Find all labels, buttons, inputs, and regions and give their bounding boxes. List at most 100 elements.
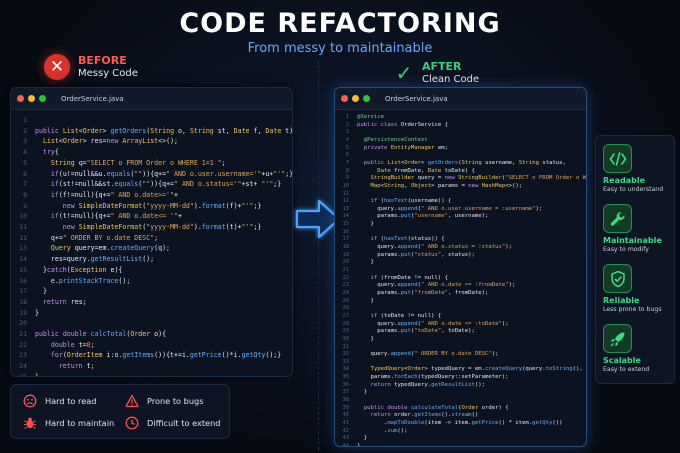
code-text: q+=" ORDER BY o.date DESC";	[35, 233, 159, 242]
code-text: params.put("fromDate", fromDate);	[357, 289, 489, 296]
line-number: 13	[19, 244, 27, 253]
benefit-item: Reliable Less prone to bugs	[603, 264, 675, 313]
code-text: private EntityManager em;	[363, 144, 448, 151]
line-number: 17	[19, 287, 27, 296]
line-number: 7	[345, 159, 349, 166]
line-number: 32	[342, 351, 350, 358]
code-text: try{	[42, 148, 59, 157]
code-text: params.put("toDate", toDate);	[357, 328, 475, 335]
code-text: if (fromDate != null) {	[370, 274, 448, 281]
code-text: public class OrderService {	[357, 121, 448, 128]
maximize-dot-icon[interactable]	[39, 95, 46, 102]
code-text: e.printStackTrace();	[35, 276, 131, 285]
after-header: ✓ AFTER Clean Code	[394, 60, 480, 86]
minimize-dot-icon[interactable]	[28, 95, 35, 102]
line-number: 30	[342, 335, 350, 342]
line-number: 22	[342, 274, 350, 281]
code-text: if (toDate != null) {	[370, 312, 442, 319]
code-text: params.put("status", status);	[357, 251, 475, 258]
line-number: 29	[342, 328, 350, 335]
line-number: 7	[23, 180, 27, 189]
benefit-desc: Easy to extend	[603, 366, 650, 373]
problem-label: Prone to bugs	[147, 396, 204, 406]
code-text: Map<String, Object> params = new HashMap…	[370, 182, 523, 189]
code-text: if(u!=null&&u.equals("")){q+=" AND o.use…	[50, 169, 293, 178]
problem-label: Hard to read	[45, 396, 97, 406]
code-text: double t=0;	[50, 340, 95, 349]
code-text: return typedQuery.getResultList();	[370, 381, 486, 388]
line-number: 12	[342, 198, 350, 205]
code-text: Query query=em.createQuery(q);	[50, 244, 171, 253]
line-number: 9	[23, 201, 27, 210]
benefit-title: Scalable	[603, 356, 641, 365]
arrow-right-icon	[295, 199, 341, 239]
line-number: 27	[342, 312, 350, 319]
code-text: new SimpleDateFormat("yyyy-MM-dd").forma…	[62, 201, 262, 210]
code-text: query.append(" AND o.user.username = :us…	[357, 205, 543, 212]
benefit-item: Maintainable Easy to modify	[603, 204, 675, 253]
before-caption: Messy Code	[78, 68, 138, 79]
after-titlebar: OrderService.java	[335, 88, 586, 110]
code-text: }	[35, 308, 39, 317]
code-text: query.append(" ORDER BY o.date DESC");	[357, 351, 499, 358]
code-text: }	[35, 372, 39, 377]
benefit-item: Scalable Easy to extend	[603, 324, 675, 373]
code-text: String q="SELECT o FROM Order o WHERE 1=…	[50, 158, 226, 167]
line-number: 4	[23, 148, 27, 157]
line-number: 6	[345, 152, 349, 159]
code-text: }	[357, 297, 374, 304]
maximize-dot-icon[interactable]	[363, 95, 370, 102]
line-number: 38	[342, 397, 350, 404]
code-text: query.append(" AND o.status = :status");	[357, 244, 512, 251]
problems-box: Hard to read Prone to bugs Hard to maint…	[10, 384, 230, 439]
line-number: 23	[19, 351, 27, 360]
line-number: 26	[342, 305, 350, 312]
line-number: 16	[342, 228, 350, 235]
code-text: }	[357, 335, 374, 342]
line-number: 10	[19, 212, 27, 221]
after-label: AFTER	[422, 60, 462, 73]
close-dot-icon[interactable]	[341, 95, 348, 102]
line-number: 18	[342, 244, 350, 251]
problem-item: Hard to read	[23, 394, 96, 408]
close-dot-icon[interactable]	[17, 95, 24, 102]
line-number: 5	[23, 158, 27, 167]
line-number: 39	[342, 404, 350, 411]
problem-item: Hard to maintain	[23, 416, 114, 430]
line-number: 24	[19, 362, 27, 371]
minimize-dot-icon[interactable]	[352, 95, 359, 102]
code-text: return order.getItems().stream()	[370, 412, 479, 419]
line-number: 42	[342, 427, 350, 434]
line-number: 14	[342, 213, 350, 220]
benefit-title: Reliable	[603, 296, 640, 305]
code-text: }	[357, 435, 368, 442]
line-number: 34	[342, 366, 350, 373]
line-number: 1	[345, 114, 349, 120]
line-number: 20	[19, 319, 27, 328]
code-text: if(f!=null){q+=" AND o.date>='"+	[50, 190, 178, 199]
code-text: params.put("username", username);	[357, 213, 489, 220]
code-text: query.append(" AND o.date <= :toDate");	[357, 320, 509, 327]
line-number: 36	[342, 381, 350, 388]
clock-icon	[125, 416, 139, 430]
code-text: }catch(Exception e){	[35, 265, 123, 274]
sad-face-icon	[23, 394, 37, 408]
line-number: 33	[342, 358, 350, 365]
line-number: 43	[342, 435, 350, 442]
shield-check-icon	[603, 264, 632, 293]
wrench-icon	[603, 204, 632, 233]
rocket-icon	[603, 324, 632, 353]
center-divider	[318, 60, 319, 450]
after-caption: Clean Code	[422, 74, 480, 85]
line-number: 8	[23, 190, 27, 199]
code-text: if (hasText(status)) {	[370, 236, 445, 243]
line-number: 17	[342, 236, 350, 243]
code-text: public double calcTotal(Order o){	[35, 330, 167, 338]
line-number: 10	[342, 182, 350, 189]
code-text: for(OrderItem i:o.getItems()){t+=i.getPr…	[50, 351, 282, 360]
line-number: 13	[342, 205, 350, 212]
line-number: 19	[342, 251, 350, 258]
line-number: 11	[19, 223, 27, 231]
line-number: 40	[342, 412, 350, 419]
line-number: 14	[19, 255, 27, 264]
